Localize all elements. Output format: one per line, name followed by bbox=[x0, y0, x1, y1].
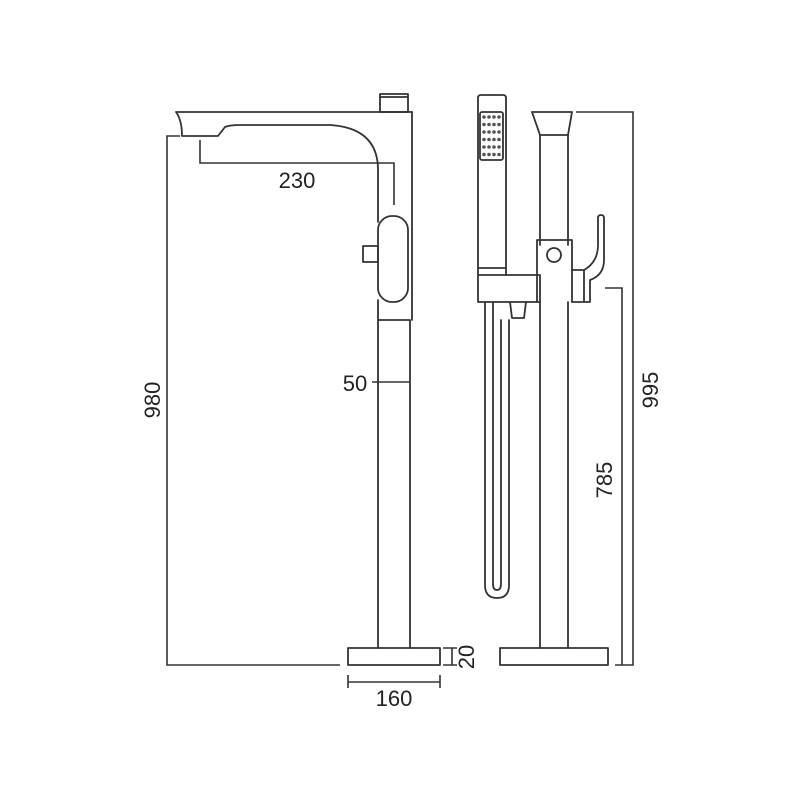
nozzle-dot bbox=[492, 145, 496, 149]
top-cap bbox=[379, 93, 409, 113]
nozzle-dot bbox=[482, 130, 486, 134]
nozzle-dot bbox=[492, 115, 496, 119]
dim-995: 995 bbox=[638, 372, 663, 409]
diverter-button bbox=[546, 247, 562, 263]
nozzle-dot bbox=[482, 152, 486, 157]
nozzle-dot bbox=[497, 137, 501, 142]
front-view: 995 785 bbox=[477, 94, 663, 666]
pipe-front bbox=[539, 301, 569, 649]
hose bbox=[484, 301, 510, 599]
nozzle-dot bbox=[487, 145, 491, 149]
side-view: 230 980 50 20 160 bbox=[140, 93, 479, 711]
handle bbox=[377, 215, 409, 303]
nozzle-dot bbox=[492, 137, 496, 142]
dim-160: 160 bbox=[376, 686, 413, 711]
hand-shower bbox=[477, 94, 507, 276]
dim-230: 230 bbox=[279, 168, 316, 193]
nozzle-dot bbox=[487, 115, 491, 119]
base bbox=[347, 647, 441, 666]
nozzle-dot bbox=[497, 130, 501, 134]
spout bbox=[175, 111, 413, 223]
body-front bbox=[531, 111, 573, 303]
nozzle-dot bbox=[487, 152, 491, 157]
nozzle-dot bbox=[482, 145, 486, 149]
nozzle-dot bbox=[482, 115, 486, 119]
dim-50: 50 bbox=[343, 371, 367, 396]
nozzle-dot bbox=[487, 130, 491, 134]
nozzle-dot bbox=[497, 122, 501, 127]
nozzle-dot bbox=[492, 130, 496, 134]
base-front bbox=[499, 647, 609, 666]
dim-980: 980 bbox=[140, 382, 165, 419]
nozzle-dot bbox=[492, 122, 496, 127]
lever bbox=[571, 214, 605, 303]
nozzle-grid bbox=[482, 115, 501, 157]
diverter-knob bbox=[362, 245, 379, 263]
dim-20: 20 bbox=[454, 645, 479, 669]
nozzle-dot bbox=[497, 145, 501, 149]
nozzle-dot bbox=[492, 152, 496, 157]
shower-holder bbox=[477, 274, 541, 303]
hose-connector bbox=[509, 301, 527, 319]
nozzle-dot bbox=[487, 137, 491, 142]
pipe bbox=[377, 319, 411, 649]
nozzle-dot bbox=[497, 152, 501, 157]
nozzle-dot bbox=[487, 122, 491, 127]
nozzle-dot bbox=[482, 137, 486, 142]
nozzle-dot bbox=[482, 122, 486, 127]
nozzle-dot bbox=[497, 115, 501, 119]
body bbox=[377, 111, 413, 321]
dim-785: 785 bbox=[592, 462, 617, 499]
